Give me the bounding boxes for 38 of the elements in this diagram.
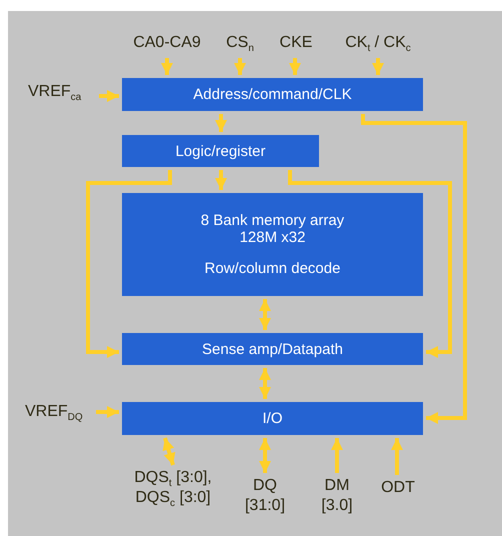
arrow bbox=[259, 438, 271, 473]
arrow bbox=[391, 438, 403, 475]
function-block bbox=[122, 135, 319, 167]
arrow bbox=[331, 438, 343, 473]
block-label: Row/column decode bbox=[204, 260, 340, 277]
signal-label: CA0-CA9 bbox=[132, 33, 202, 53]
memory-array-block bbox=[122, 193, 423, 296]
signal-label: VREF$_{DQ}$ bbox=[25, 402, 84, 422]
arrow bbox=[162, 437, 176, 466]
signal-label: DM [3.0] bbox=[320, 476, 354, 516]
signal-label: VREF$_{ca}$ bbox=[28, 82, 82, 102]
signal-label: CK$_{t}$ / CK$_{c}$ bbox=[344, 33, 412, 53]
function-block bbox=[122, 402, 423, 435]
arrow bbox=[215, 170, 227, 190]
arrow bbox=[96, 406, 119, 418]
block-label: Logic/register bbox=[175, 142, 266, 160]
function-block bbox=[122, 333, 423, 365]
block-label: 8 Bank memory array 128M x32 bbox=[200, 212, 346, 246]
function-block bbox=[122, 78, 423, 111]
arrow bbox=[86, 170, 172, 358]
signal-label: DQS$_{t}$ [3:0], DQS$_{c}$ [3:0] bbox=[133, 468, 213, 508]
arrow bbox=[288, 170, 452, 358]
signal-label: CKE bbox=[278, 33, 314, 53]
signal-label: CS$_{n}$ bbox=[225, 33, 255, 53]
arrow bbox=[259, 299, 271, 330]
arrow bbox=[289, 58, 301, 75]
arrow bbox=[259, 368, 271, 399]
arrow bbox=[372, 58, 384, 75]
arrow bbox=[234, 58, 246, 75]
signal-label: DQ [31:0] bbox=[244, 476, 286, 516]
signal-label: ODT bbox=[380, 478, 416, 498]
arrow bbox=[161, 58, 173, 75]
block-label: Address/command/CLK bbox=[193, 86, 352, 103]
arrow bbox=[215, 114, 227, 132]
block-label: Sense amp/Datapath bbox=[202, 340, 343, 358]
arrow bbox=[361, 114, 467, 424]
arrow bbox=[99, 90, 119, 102]
block-label: I/O bbox=[262, 410, 282, 427]
